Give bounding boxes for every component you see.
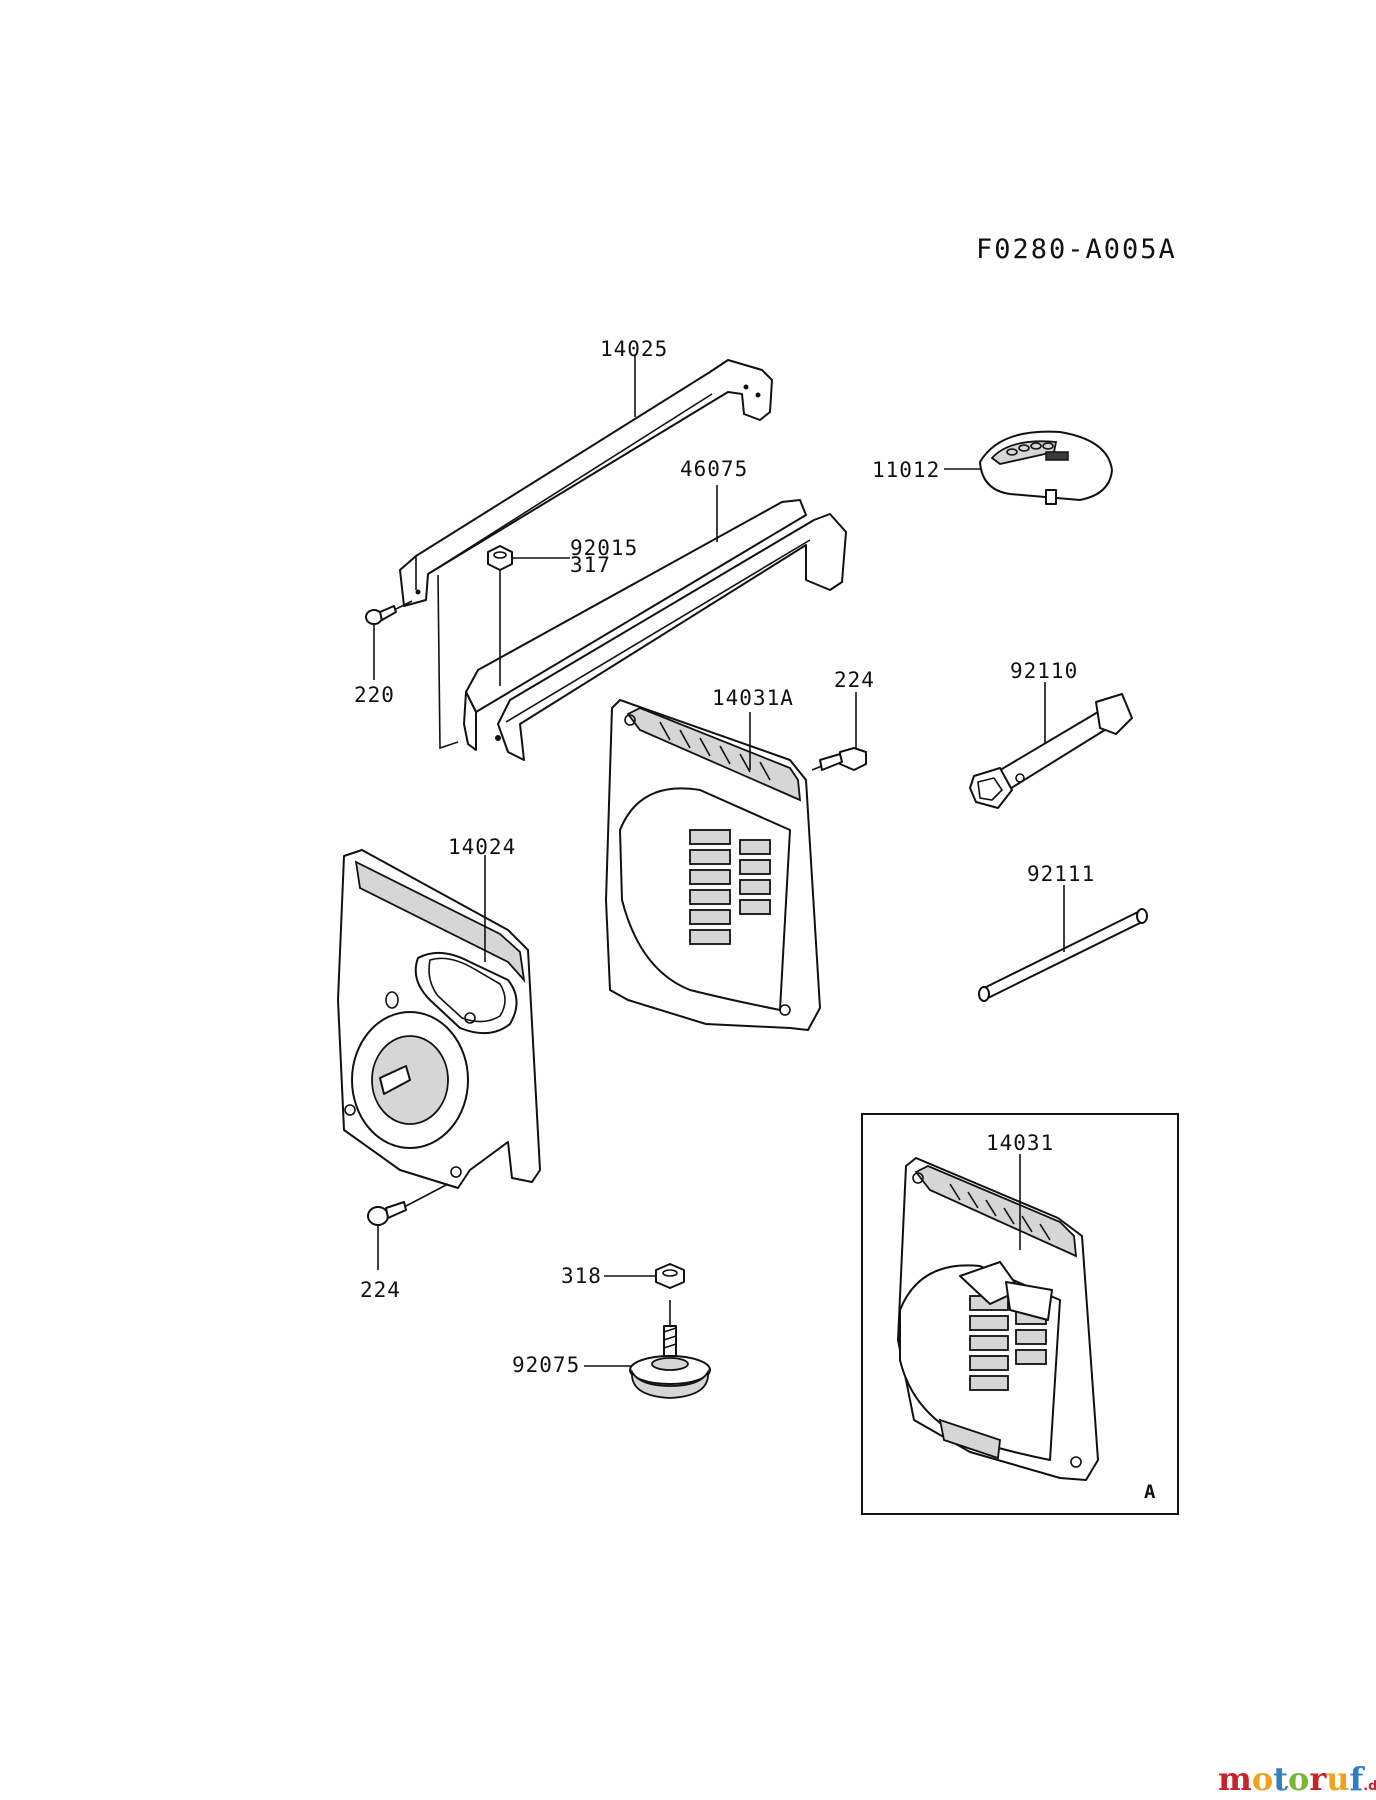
label-92015: 92015 [570,536,638,560]
watermark-letter: u [1326,1760,1349,1798]
label-11012: 11012 [872,458,940,482]
part-224-screw-lower [367,1183,449,1226]
watermark-letter: f [1349,1760,1365,1798]
part-46075-handle-bar [463,499,847,761]
label-92111: 92111 [1027,862,1095,886]
inset-label-a: A [1144,1481,1156,1503]
part-92110-wrench [969,693,1133,809]
bracket-line [437,574,459,750]
part-14031-fan-housing [897,1157,1099,1481]
part-224-screw-upper [811,747,867,771]
label-92110: 92110 [1010,659,1078,683]
part-14031A-fan-housing [605,699,821,1031]
label-14025: 14025 [600,337,668,361]
motoruf-watermark: motoruf.de [1218,1760,1376,1798]
label-317: 317 [570,553,611,577]
label-92075: 92075 [512,1353,580,1377]
label-224-lower: 224 [360,1278,401,1302]
label-14024: 14024 [448,835,516,859]
part-92111-rod [978,908,1148,1002]
part-318-nut [655,1263,685,1289]
watermark-letter: o [1252,1760,1273,1798]
part-220-screw [365,600,413,625]
watermark-letter: o [1288,1760,1309,1798]
part-92015-nut [487,545,513,571]
label-318: 318 [561,1264,602,1288]
part-11012-cover [979,430,1113,505]
part-14025-handle-bar [399,359,773,607]
watermark-suffix: .de [1363,1779,1376,1794]
label-220: 220 [354,683,395,707]
part-92075-mount [629,1300,711,1399]
label-46075: 46075 [680,457,748,481]
inset-box-a [861,1113,1179,1515]
diagram-code: F0280-A005A [976,234,1177,265]
part-14024-side-cover [337,849,541,1189]
label-14031: 14031 [986,1131,1054,1155]
label-224-upper: 224 [834,668,875,692]
watermark-letter: r [1309,1760,1327,1798]
watermark-letter: m [1218,1760,1252,1798]
watermark-letter: t [1273,1760,1288,1798]
label-14031A: 14031A [712,686,794,710]
